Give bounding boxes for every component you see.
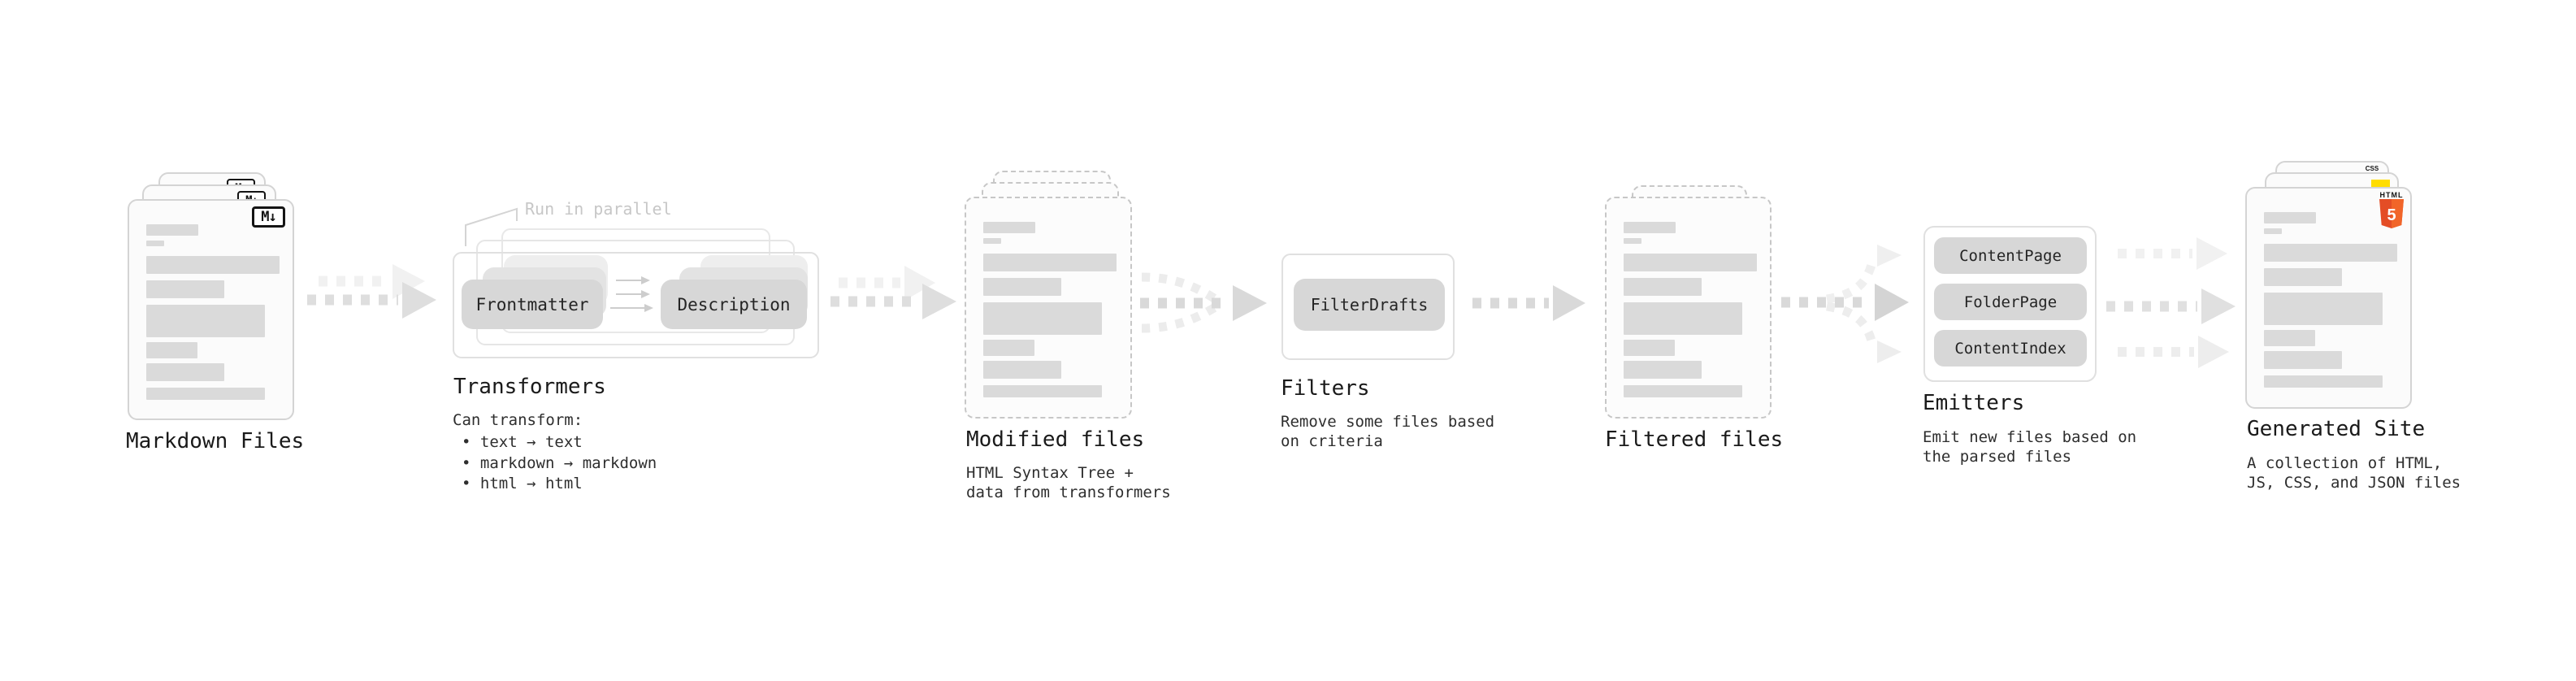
doc-text-line bbox=[2264, 375, 2383, 388]
doc-text-line bbox=[2264, 293, 2383, 325]
transformers-bullet: • html → html bbox=[462, 475, 583, 492]
flow-arrow-modified-to-filters bbox=[1140, 272, 1267, 333]
doc-text-line bbox=[2264, 351, 2342, 369]
modified-file-page-front bbox=[965, 197, 1132, 419]
doc-text-line bbox=[1624, 302, 1742, 335]
doc-text-line bbox=[983, 340, 1034, 356]
generated-file-page-front: HTML 5 bbox=[2245, 187, 2412, 409]
html5-shield: 5 bbox=[2379, 199, 2404, 228]
generated-site-title: Generated Site bbox=[2247, 417, 2426, 441]
flow-arrow-transformers-to-modified bbox=[830, 266, 956, 319]
doc-text-line bbox=[146, 305, 265, 337]
flow-arrow-filtered-to-emitters bbox=[1781, 245, 1909, 363]
doc-text-line bbox=[983, 302, 1102, 335]
doc-text-line bbox=[983, 222, 1035, 233]
doc-text-line bbox=[983, 254, 1117, 271]
doc-text-line bbox=[2264, 330, 2315, 346]
doc-text-line bbox=[983, 361, 1061, 379]
doc-text-line bbox=[1624, 278, 1702, 296]
doc-text-line bbox=[2264, 268, 2342, 286]
transformers-bullet: • text → text bbox=[462, 433, 583, 451]
doc-text-line bbox=[1624, 340, 1675, 356]
flow-arrow-filters-to-filtered bbox=[1472, 285, 1585, 321]
doc-text-line bbox=[146, 388, 265, 400]
modified-files-title: Modified files bbox=[966, 427, 1145, 452]
transformers-bullet: • markdown → markdown bbox=[462, 454, 657, 472]
doc-text-line bbox=[1624, 361, 1702, 379]
doc-text-line bbox=[983, 278, 1061, 296]
folderpage-node: FolderPage bbox=[1934, 284, 2087, 320]
doc-text-line bbox=[2264, 228, 2282, 234]
filtered-files-title: Filtered files bbox=[1605, 427, 1784, 452]
svg-text:5: 5 bbox=[2387, 206, 2396, 224]
contentpage-node: ContentPage bbox=[1934, 237, 2087, 274]
transformers-title: Transformers bbox=[453, 375, 606, 399]
html5-icon: HTML 5 bbox=[2377, 191, 2406, 232]
doc-text-line bbox=[1624, 385, 1742, 397]
filterdrafts-node: FilterDrafts bbox=[1294, 279, 1445, 331]
doc-text-line bbox=[1624, 222, 1676, 233]
markdown-files-title: Markdown Files bbox=[126, 429, 305, 453]
doc-text-line bbox=[983, 238, 1001, 244]
emitters-title: Emitters bbox=[1923, 391, 2025, 415]
generated-site-desc: A collection of HTML, JS, CSS, and JSON … bbox=[2247, 454, 2461, 492]
transformer-frame-front bbox=[453, 252, 819, 358]
doc-text-line bbox=[146, 256, 280, 274]
doc-text-line bbox=[146, 224, 198, 236]
modified-files-desc: HTML Syntax Tree + data from transformer… bbox=[966, 464, 1171, 501]
doc-text-line bbox=[2264, 244, 2397, 262]
flow-arrows-emitters-to-generated bbox=[2106, 237, 2236, 368]
description-node: Description bbox=[661, 280, 807, 329]
doc-text-line bbox=[146, 342, 197, 358]
filtered-file-page-front bbox=[1605, 197, 1772, 419]
filters-title: Filters bbox=[1281, 376, 1370, 401]
doc-text-line bbox=[146, 280, 224, 298]
doc-text-line bbox=[983, 385, 1102, 397]
doc-text-line bbox=[1624, 238, 1641, 244]
doc-text-line bbox=[1624, 254, 1757, 271]
run-in-parallel-annotation: Run in parallel bbox=[525, 199, 672, 219]
frontmatter-node: Frontmatter bbox=[462, 280, 603, 329]
markdown-icon: M↓ bbox=[252, 206, 285, 228]
transformers-desc-heading: Can transform: bbox=[453, 411, 583, 429]
doc-text-line bbox=[146, 363, 224, 381]
contentindex-node: ContentIndex bbox=[1934, 330, 2087, 367]
html5-icon-label: HTML bbox=[2379, 191, 2404, 199]
emitters-desc: Emit new files based on the parsed files bbox=[1923, 428, 2137, 466]
css-icon-label: CSS bbox=[2365, 165, 2379, 172]
doc-text-line bbox=[146, 241, 164, 246]
flow-arrow-markdown-to-transformers bbox=[307, 264, 436, 319]
filters-desc: Remove some files based on criteria bbox=[1281, 413, 1495, 450]
markdown-file-page-front: M↓ bbox=[128, 199, 294, 420]
doc-text-line bbox=[2264, 212, 2316, 223]
